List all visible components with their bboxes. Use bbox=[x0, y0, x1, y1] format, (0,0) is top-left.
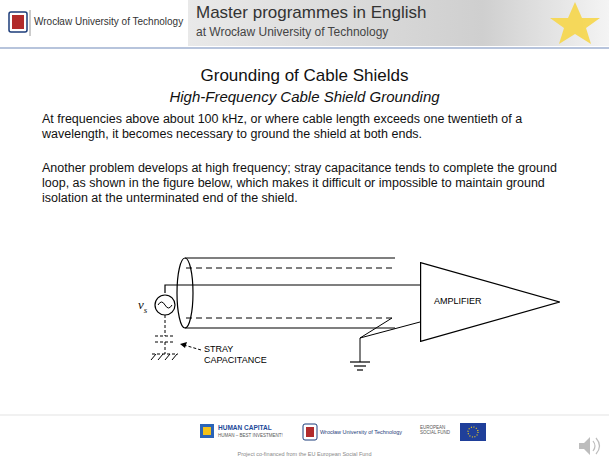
source-node: vs bbox=[136, 293, 176, 317]
footer-rule bbox=[0, 415, 609, 416]
header-star bbox=[550, 2, 600, 44]
ground-symbol bbox=[354, 365, 366, 366]
university-shield bbox=[9, 12, 27, 32]
ground-symbol bbox=[350, 361, 370, 362]
university-shield bbox=[303, 424, 317, 440]
leader-arrowhead bbox=[180, 342, 187, 348]
university-shield bbox=[306, 427, 314, 437]
signal-name: v bbox=[138, 297, 144, 312]
cable-shield bbox=[186, 318, 392, 319]
header-rule bbox=[0, 47, 609, 49]
amplifier-triangle: AMPLIFIER bbox=[420, 262, 560, 342]
header-divider bbox=[30, 10, 31, 36]
stray-ground bbox=[172, 354, 177, 360]
eu-flag bbox=[468, 427, 478, 437]
speaker-icon bbox=[593, 438, 600, 454]
logo-text: EUROPEAN SOCIAL FUND bbox=[420, 425, 458, 436]
speaker-icon bbox=[579, 437, 590, 455]
human-capital-logo bbox=[200, 424, 214, 438]
slide-title: Grounding of Cable Shields bbox=[0, 66, 609, 86]
stray-ground bbox=[158, 354, 163, 360]
header-subtitle: at Wrocław University of Technology bbox=[196, 25, 388, 39]
footer-note: Project co-financed from the EU European… bbox=[0, 451, 609, 458]
inner-conductor bbox=[165, 285, 420, 293]
logo-text: HUMAN – BEST INVESTMENT! bbox=[218, 433, 283, 438]
amplifier-outline bbox=[421, 263, 560, 342]
ground-wire bbox=[360, 338, 361, 362]
stray-ground bbox=[151, 354, 156, 360]
human-capital-logo bbox=[203, 427, 211, 435]
source-label: vs bbox=[138, 295, 147, 315]
signal-subscript: s bbox=[144, 305, 148, 315]
shield-wire bbox=[360, 318, 392, 338]
body-paragraph: Another problem develops at high frequen… bbox=[42, 161, 572, 206]
body-paragraph: At frequencies above about 100 kHz, or w… bbox=[42, 112, 572, 142]
amplifier-label: AMPLIFIER bbox=[434, 296, 482, 306]
stray-capacitor bbox=[165, 342, 166, 354]
university-shield bbox=[12, 15, 24, 29]
stray-capacitor bbox=[155, 335, 175, 336]
stray-capacitor bbox=[165, 315, 166, 336]
eu-flag bbox=[460, 423, 486, 441]
logo-text: HUMAN CAPITAL bbox=[218, 424, 272, 432]
component-label: STRAY CAPACITANCE bbox=[204, 344, 294, 366]
logo-text: Wrocław University of Technology bbox=[320, 429, 402, 436]
cable-jacket bbox=[185, 327, 395, 328]
cable-jacket bbox=[185, 257, 395, 258]
voltage-source bbox=[158, 302, 172, 308]
stray-ground bbox=[165, 354, 170, 360]
ground-symbol bbox=[357, 369, 363, 370]
university-name: Wrocław University of Technology bbox=[34, 16, 183, 28]
leader-line bbox=[184, 345, 201, 350]
header-band bbox=[188, 0, 609, 46]
cable-shield bbox=[186, 268, 392, 269]
amplifier-input-wire bbox=[360, 322, 420, 338]
voltage-source bbox=[155, 295, 175, 315]
header-title: Master programmes in English bbox=[196, 3, 427, 23]
slide-subtitle: High-Frequency Cable Shield Grounding bbox=[0, 88, 609, 106]
